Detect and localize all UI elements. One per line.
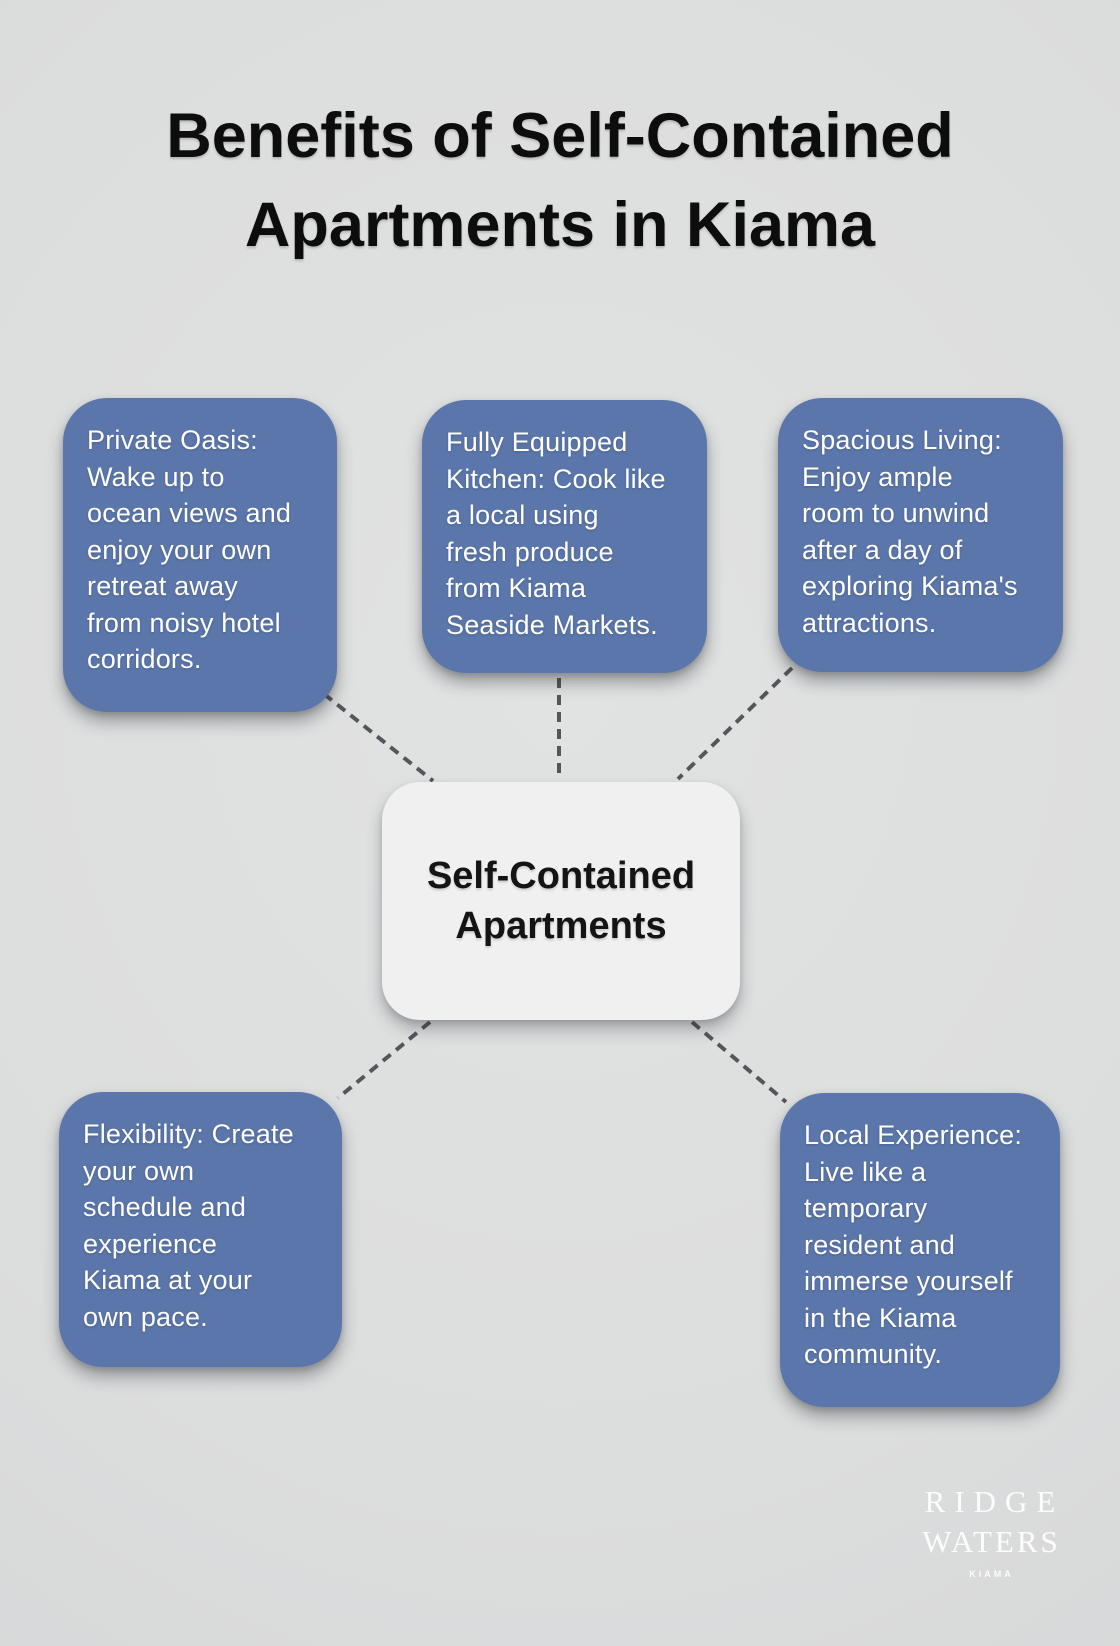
connector-bottom-right (690, 1020, 788, 1104)
benefit-text: Spacious Living: Enjoy ample room to unw… (802, 425, 1018, 638)
connector-top-right (676, 666, 794, 781)
benefit-node-spacious-living: Spacious Living: Enjoy ample room to unw… (778, 398, 1063, 672)
central-node-label: Self-Contained Apartments (426, 855, 696, 947)
benefit-node-local-experience: Local Experience: Live like a temporary … (780, 1093, 1060, 1407)
brand-watermark-line2: WATERS (922, 1524, 1061, 1559)
benefit-text: Fully Equipped Kitchen: Cook like a loca… (446, 427, 666, 640)
brand-watermark-line3: KIAMA (969, 1569, 1014, 1579)
benefit-node-private-oasis: Private Oasis: Wake up to ocean views an… (63, 398, 337, 712)
page-title: Benefits of Self-Contained Apartments in… (166, 101, 954, 260)
connector-top-left (322, 692, 435, 783)
benefit-text: Local Experience: Live like a temporary … (804, 1120, 1023, 1369)
connector-bottom-left (336, 1020, 432, 1100)
benefit-node-flexibility: Flexibility: Create your own schedule an… (59, 1092, 342, 1367)
benefit-text: Flexibility: Create your own schedule an… (83, 1119, 294, 1332)
brand-watermark-line1: RIDGE (924, 1484, 1065, 1519)
central-node: Self-Contained Apartments (382, 782, 740, 1020)
benefit-node-fully-equipped-kitchen: Fully Equipped Kitchen: Cook like a loca… (422, 400, 707, 673)
benefit-text: Private Oasis: Wake up to ocean views an… (87, 425, 292, 674)
brand-watermark: RIDGE WATERS KIAMA (870, 1482, 1110, 1579)
